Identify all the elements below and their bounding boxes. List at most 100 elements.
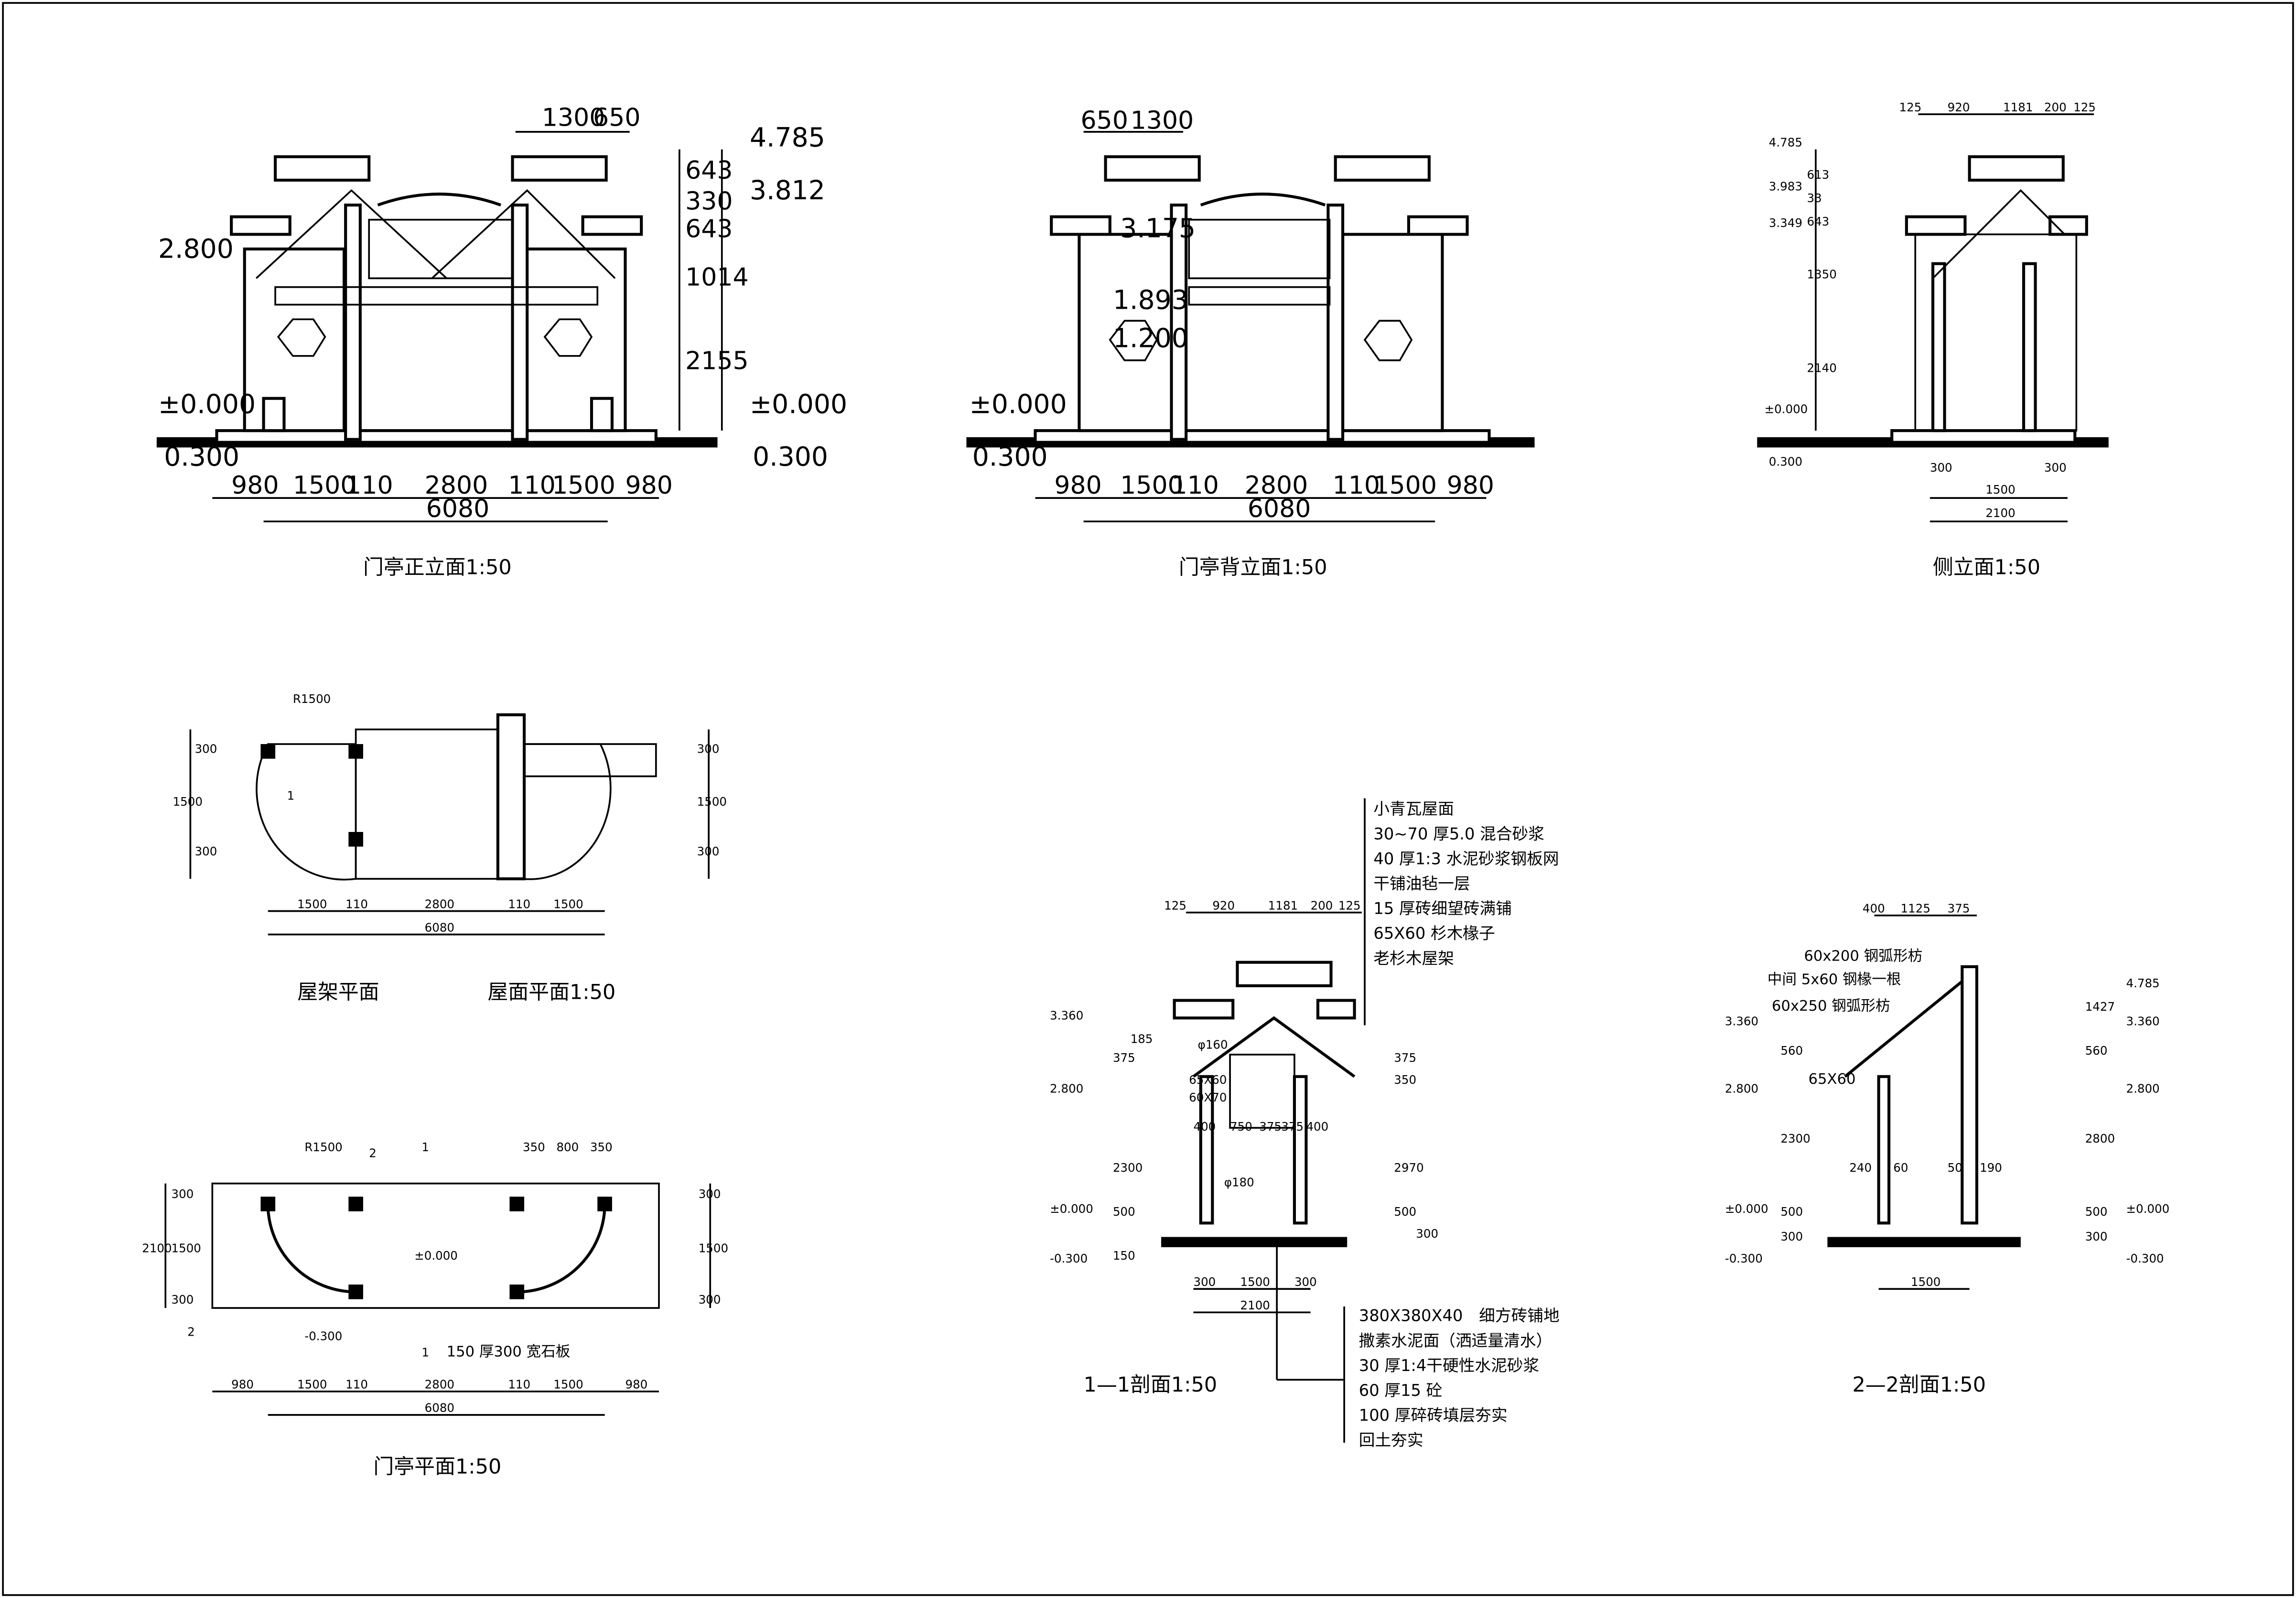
dim-text: 300 — [697, 742, 720, 756]
elevation-mark: 3.360 — [1050, 1008, 1083, 1022]
elevation-mark: 2.800 — [158, 234, 234, 264]
dim-text: 920 — [1212, 898, 1235, 912]
column — [344, 204, 362, 441]
dim-text: 1500 — [173, 795, 203, 809]
dim-text: 375 — [1281, 1120, 1304, 1134]
dim-text: 643 — [1807, 215, 1829, 228]
dim-text: 1500 — [1120, 471, 1184, 500]
roof-plan: 300 1500 300 300 1500 300 R1500 1 1500 1… — [173, 692, 727, 1004]
dim-text: 980 — [625, 1378, 648, 1392]
dim-text: 2300 — [1780, 1132, 1810, 1145]
dim-text: 980 — [1054, 471, 1101, 500]
member-label: 65X60 — [1809, 1071, 1856, 1088]
dim-text: 1500 — [699, 1242, 728, 1255]
member-label: 60x250 钢弧形枋 — [1772, 998, 1890, 1015]
member-label: 中间 5x60 钢椽一根 — [1768, 972, 1901, 988]
member-label: φ160 — [1198, 1038, 1228, 1052]
hexagon-window-right — [1363, 320, 1413, 361]
roof-truss — [1192, 1016, 1356, 1078]
elevation-mark: 0.300 — [753, 442, 828, 473]
dim-text: 1300 — [1131, 107, 1194, 135]
back-elevation: 650 1300 3.175 1.893 1.200 ±0.000 0.300 … — [966, 107, 1535, 580]
dim-text: 300 — [172, 1293, 194, 1306]
floor-layer: 100 厚碎砖填层夯实 — [1359, 1406, 1508, 1425]
dim-text: 110 — [1333, 471, 1380, 500]
dim-text: 125 — [1164, 898, 1186, 912]
dim-text: 1500 — [293, 471, 356, 500]
dim-text: 300 — [1193, 1275, 1216, 1289]
elevation-mark: 2.800 — [2126, 1082, 2160, 1096]
dim-text: 920 — [1948, 100, 1970, 114]
lattice-band — [274, 286, 599, 306]
member-label: φ180 — [1224, 1176, 1254, 1189]
dim-total: 6080 — [425, 920, 454, 934]
member-label: 65X60 — [1189, 1073, 1227, 1087]
dim-text: 1500 — [1911, 1275, 1940, 1289]
dim-text: 150 — [1113, 1249, 1135, 1263]
left-wall — [243, 247, 346, 432]
dim-text: 2800 — [425, 471, 488, 500]
elevation-mark: 2.800 — [1050, 1082, 1083, 1096]
dim-text: 33 — [1807, 191, 1822, 205]
dim-text: 1500 — [553, 897, 583, 911]
dim-text: 2140 — [1807, 361, 1836, 375]
section-1-1: 小青瓦屋面 30~70 厚5.0 混合砂浆 40 厚1:3 水泥砂浆钢板网 干铺… — [1050, 798, 1560, 1449]
dim-text: 300 — [195, 742, 217, 756]
section-mark: 1 — [422, 1345, 430, 1359]
side-elevation: 125 920 1181 200 125 613 33 643 1350 214… — [1757, 100, 2109, 580]
elevation-mark: ±0.000 — [2126, 1202, 2170, 1216]
floor-layer: 60 厚15 砼 — [1359, 1381, 1443, 1400]
dim-total: 2100 — [1240, 1298, 1270, 1312]
elevation-mark: ±0.000 — [1725, 1202, 1768, 1216]
dim-text: 110 — [1172, 471, 1219, 500]
elevation-mark: -0.300 — [1725, 1252, 1763, 1265]
dim-text: 330 — [685, 187, 733, 216]
elevation-mark: ±0.000 — [158, 389, 256, 420]
roof-layer: 干铺油毡一层 — [1373, 874, 1470, 893]
dim-text: 500 — [2085, 1205, 2108, 1219]
dim-text: 980 — [231, 1378, 254, 1392]
right-wall — [1341, 233, 1444, 432]
roof-slope — [1844, 980, 1963, 1078]
central-roof-curve — [1200, 193, 1326, 207]
dim-text: 375 — [1948, 902, 1970, 916]
dim-text: 300 — [697, 844, 720, 858]
dim-total: 6080 — [426, 495, 490, 523]
section-2-2: 400 1125 375 60x200 钢弧形枋 中间 5x60 钢椽一根 60… — [1725, 902, 2169, 1397]
dim-total: 2100 — [1985, 506, 2015, 520]
dim-text: 1181 — [1268, 898, 1298, 912]
column — [511, 204, 529, 441]
dim-text: 300 — [699, 1293, 721, 1306]
roof-layer: 65X60 杉木椽子 — [1373, 924, 1495, 943]
view-title: 1—1剖面1:50 — [1084, 1373, 1218, 1397]
dim-text: 2800 — [425, 897, 454, 911]
dim-text: 240 — [1849, 1161, 1872, 1175]
paving-grid — [211, 1182, 660, 1309]
roof-cap-right — [511, 155, 608, 182]
dim-text: 2800 — [1245, 471, 1308, 500]
elevation-mark: ±0.000 — [750, 389, 847, 420]
hexagon-window-right — [543, 318, 593, 357]
left-wall — [1078, 233, 1180, 432]
dim-text: 980 — [1447, 471, 1494, 500]
dim-text: 300 — [2044, 461, 2067, 475]
elevation-mark: 3.812 — [750, 175, 825, 206]
dim-text: 110 — [345, 1378, 368, 1392]
dim-text: 1500 — [172, 1242, 201, 1255]
elevation-mark: 4.785 — [750, 123, 825, 153]
roof-layer: 15 厚砖细望砖满铺 — [1373, 899, 1511, 918]
dim-text: 110 — [345, 471, 393, 500]
dim-text: 1350 — [1807, 267, 1836, 281]
dim-text: 2300 — [1113, 1161, 1143, 1175]
floor-layer: 回土夯实 — [1359, 1431, 1423, 1449]
view-title: 屋面平面1:50 — [487, 980, 615, 1004]
hexagon-window-left — [1109, 320, 1158, 361]
dim-text: 500 — [1780, 1205, 1803, 1219]
dim-text: 300 — [699, 1187, 721, 1201]
dim-text: 650 — [593, 104, 640, 132]
dim-text: 1500 — [297, 897, 327, 911]
dim-text: 50 — [1948, 1161, 1962, 1175]
elevation-mark: 1.200 — [1113, 323, 1188, 354]
